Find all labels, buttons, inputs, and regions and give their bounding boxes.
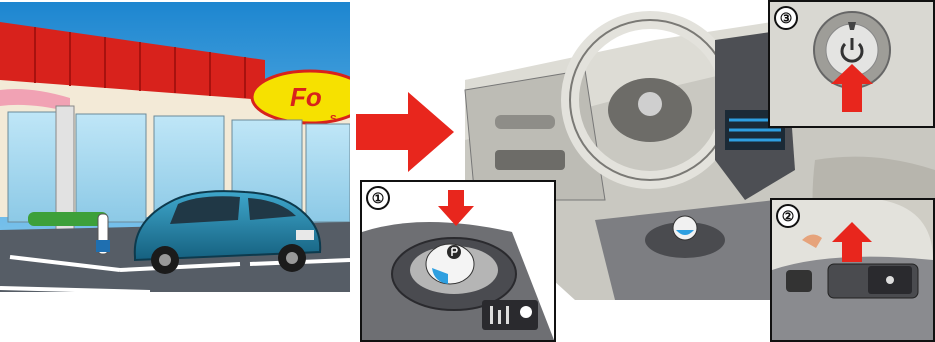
window-switches [495, 150, 565, 170]
step-3-number: ③ [774, 6, 798, 30]
step-2-number: ② [776, 204, 800, 228]
step-2-inset: ② [770, 198, 935, 342]
store-sign-subtext: S [330, 114, 337, 125]
window [76, 114, 146, 222]
bushes [28, 212, 108, 226]
step-1-number: ① [366, 186, 390, 210]
switch-left [786, 270, 812, 292]
pillar [56, 106, 74, 230]
logo-icon [638, 92, 662, 116]
door-handle [495, 115, 555, 129]
step-1-inset: ① [360, 180, 556, 342]
step-3-inset: ③ [768, 0, 935, 128]
window [306, 124, 350, 222]
store-scene-illustration: Fo S [0, 2, 350, 292]
direction-arrow-icon [356, 92, 454, 172]
shift-knob [673, 216, 697, 240]
store-sign-text: Fo [290, 82, 322, 112]
